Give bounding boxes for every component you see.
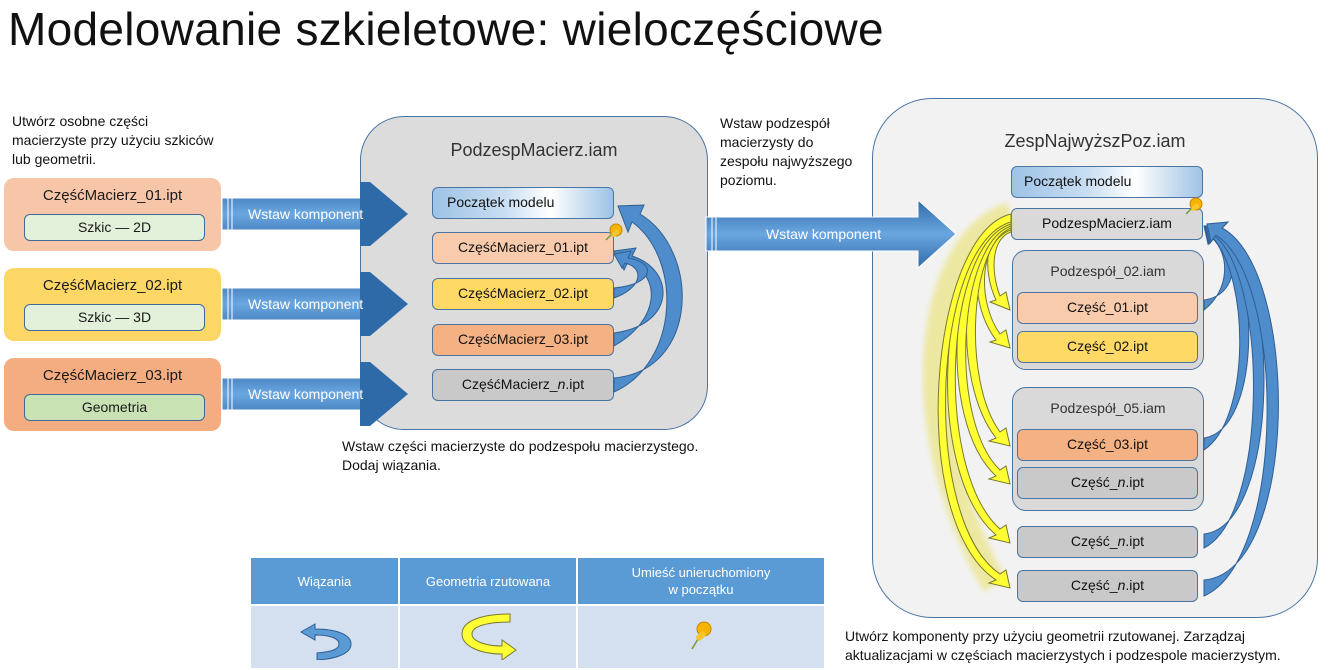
skeleton-assembly-title: PodzespMacierz.iam [450, 140, 618, 160]
legend-cell-projected-geometry [400, 606, 576, 668]
note-line: zespołu najwyższego [720, 153, 853, 169]
constraint-arrow-icon [299, 622, 352, 661]
part-name-prefix: Część_ [1070, 533, 1118, 549]
header-line: w początku [668, 582, 734, 597]
skeleton-part-1[interactable]: CzęśćMacierz_01.ipt [432, 232, 614, 264]
slide-title: Modelowanie szkieletowe: wieloczęściowe [8, 3, 884, 55]
insert-arrow-2-label: Wstaw komponent [248, 296, 364, 312]
source-part-name: CzęśćMacierz_01.ipt [42, 187, 183, 204]
note-line: Dodaj wiązania. [342, 457, 441, 473]
part-name-n: n [1117, 533, 1126, 549]
note-line: aktualizacjami w częściach macierzystych… [845, 647, 1281, 663]
source-part-1[interactable]: CzęśćMacierz_01.ipt Szkic — 2D [4, 178, 221, 251]
note-insert-skeleton: Wstaw podzespół macierzysty do zespołu n… [720, 114, 852, 190]
top-loose-part-n[interactable]: Część_n.ipt [1017, 526, 1198, 558]
legend-header-constraints: Wiązania [251, 558, 398, 604]
part-name: Część_03.ipt [1067, 436, 1148, 452]
part-name-n: n [1117, 577, 1126, 593]
source-part-geometry: Geometria [24, 394, 205, 421]
part-name-prefix: CzęśćMacierz_ [461, 376, 558, 392]
top-part[interactable]: Część_02.ipt [1017, 331, 1198, 363]
source-part-2[interactable]: CzęśćMacierz_02.ipt Szkic — 3D [4, 268, 221, 341]
part-name-prefix: Część_ [1070, 577, 1118, 593]
part-name: Część_01.ipt [1067, 299, 1148, 315]
note-line: macierzysty do [720, 134, 814, 150]
top-part[interactable]: Część_01.ipt [1017, 292, 1198, 324]
note-line: Utwórz komponenty przy użyciu geometrii … [845, 628, 1245, 644]
skeleton-part-2[interactable]: CzęśćMacierz_02.ipt [432, 278, 614, 310]
note-line: Wstaw podzespół [720, 115, 830, 131]
header-line: Umieść unieruchomiony [631, 565, 771, 580]
note-line: macierzyste przy użyciu szkiców [12, 132, 214, 148]
part-name-n: n [557, 376, 566, 392]
part-name-suffix: .ipt [1125, 474, 1145, 490]
part-name-suffix: .ipt [565, 376, 585, 392]
top-assembly-title: ZespNajwyższPoz.iam [1004, 131, 1186, 151]
skeleton-part-3[interactable]: CzęśćMacierz_03.ipt [432, 324, 614, 356]
note-line: Utwórz osobne części [12, 113, 149, 129]
part-name-prefix: Część_ [1070, 474, 1118, 490]
skeleton-origin[interactable]: Początek modelu [432, 187, 614, 219]
subassembly-05-title: Podzespół_05.iam [1050, 400, 1166, 416]
insert-skeleton-arrow-label: Wstaw komponent [766, 226, 882, 242]
top-part-n[interactable]: Część_n.ipt [1017, 467, 1198, 499]
subassembly-02-title: Podzespół_02.iam [1050, 263, 1166, 279]
source-part-name: CzęśćMacierz_03.ipt [42, 367, 183, 384]
pushpin-icon [691, 621, 712, 649]
source-part-sketch: Szkic — 3D [24, 304, 205, 331]
legend-header-projected-geometry: Geometria rzutowana [400, 558, 576, 604]
note-line: poziomu. [720, 172, 777, 188]
legend-cell-pushpin [578, 606, 824, 668]
top-part[interactable]: Część_03.ipt [1017, 429, 1198, 461]
note-line: Wstaw części macierzyste do podzespołu m… [342, 438, 699, 454]
top-origin[interactable]: Początek modelu [1011, 166, 1203, 198]
legend-header-ground-at-origin: Umieść unieruchomiony w początku [578, 558, 824, 604]
skeleton-part-n[interactable]: CzęśćMacierz_n.ipt [432, 369, 614, 401]
note-create-parts: Utwórz osobne części macierzyste przy uż… [12, 112, 214, 169]
top-loose-part-n[interactable]: Część_n.ipt [1017, 570, 1198, 602]
part-name-suffix: .ipt [1125, 577, 1145, 593]
projected-geometry-arrow-icon [461, 612, 517, 661]
note-line: lub geometrii. [12, 151, 97, 167]
legend-table: Wiązania Geometria rzutowana Umieść unie… [249, 556, 826, 670]
source-part-name: CzęśćMacierz_02.ipt [42, 277, 183, 294]
insert-arrow-1-label: Wstaw komponent [248, 206, 364, 222]
part-name-n: n [1117, 474, 1126, 490]
part-name: Część_02.ipt [1067, 338, 1148, 354]
insert-arrow-3-label: Wstaw komponent [248, 386, 364, 402]
note-insert-parts: Wstaw części macierzyste do podzespołu m… [342, 437, 698, 475]
legend-cell-constraints [251, 606, 398, 668]
top-skeleton-subassembly[interactable]: PodzespMacierz.iam [1011, 208, 1203, 240]
part-name-suffix: .ipt [1125, 533, 1145, 549]
source-part-3[interactable]: CzęśćMacierz_03.ipt Geometria [4, 358, 221, 431]
source-part-sketch: Szkic — 2D [24, 214, 205, 241]
note-projected-geometry: Utwórz komponenty przy użyciu geometrii … [845, 627, 1281, 665]
